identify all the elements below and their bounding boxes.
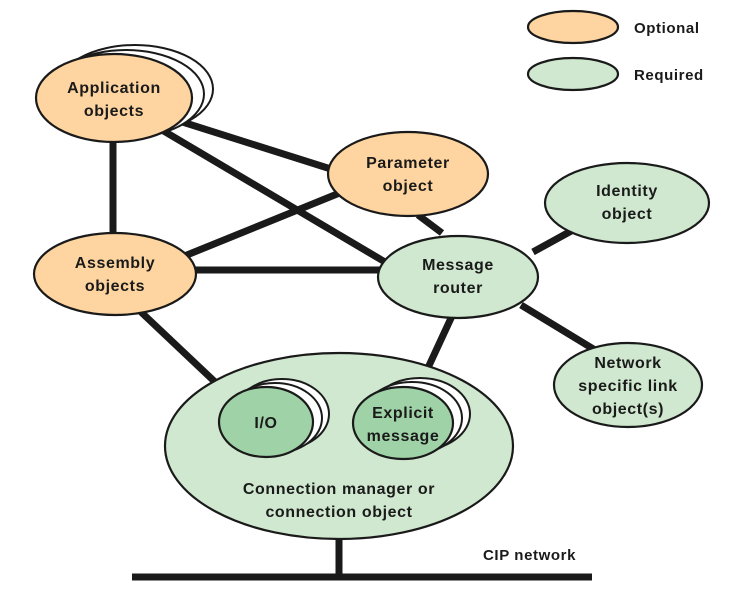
message-router-line2: router: [433, 280, 483, 297]
network-link-object-line1: Network: [594, 355, 661, 372]
cip-network: CIP network: [132, 539, 592, 581]
legend-optional-label: Optional: [634, 20, 700, 37]
node-parameter-object: Parameter object: [326, 130, 490, 218]
application-objects-line1: Application: [67, 80, 161, 97]
identity-object-line2: object: [602, 206, 653, 223]
connection-manager-line2: connection object: [265, 504, 412, 521]
link-parameter-router: [415, 212, 445, 236]
identity-object-ellipse: [543, 161, 711, 245]
link-router-network: [519, 302, 597, 353]
link-application-parameter: [174, 116, 336, 174]
io-label: I/O: [254, 415, 277, 432]
legend: Optional Required: [526, 9, 704, 92]
message-router-line1: Message: [422, 257, 494, 274]
legend-required-label: Required: [634, 67, 704, 84]
network-link-object-line3: object(s): [592, 401, 664, 418]
legend-optional-swatch: [526, 9, 620, 45]
node-network-link-object: Network specific link object(s): [552, 341, 704, 429]
node-message-router: Message router: [376, 234, 540, 320]
node-identity-object: Identity object: [543, 161, 711, 245]
parameter-object-line1: Parameter: [366, 155, 450, 172]
assembly-objects-line1: Assembly: [75, 255, 155, 272]
application-objects-line2: objects: [84, 103, 144, 120]
node-application-objects: Application objects: [34, 44, 214, 144]
assembly-objects-ellipse: [32, 231, 198, 317]
assembly-objects-line2: objects: [85, 278, 145, 295]
link-router-identity: [531, 226, 575, 256]
connection-manager-line1: Connection manager or: [243, 481, 435, 498]
identity-object-line1: Identity: [596, 183, 658, 200]
network-link-object-ellipse: [552, 341, 704, 429]
link-application-router: [160, 126, 387, 266]
node-assembly-objects: Assembly objects: [32, 231, 198, 317]
io-ellipse: [217, 385, 315, 459]
network-label: CIP network: [483, 547, 576, 564]
legend-required-swatch: [526, 56, 620, 92]
explicit-message-line1: Explicit: [372, 405, 434, 422]
explicit-message-line2: message: [367, 428, 440, 445]
message-router-ellipse: [376, 234, 540, 320]
explicit-message-ellipse: [351, 385, 455, 461]
node-connection-manager: Connection manager or connection object: [163, 351, 515, 541]
network-link-object-line2: specific link: [578, 378, 677, 395]
link-assembly-parameter: [180, 188, 344, 261]
node-io: I/O: [217, 378, 330, 459]
parameter-object-ellipse: [326, 130, 490, 218]
node-explicit-message: Explicit message: [351, 377, 471, 461]
parameter-object-line2: object: [383, 178, 434, 195]
application-objects-ellipse: [34, 52, 194, 144]
